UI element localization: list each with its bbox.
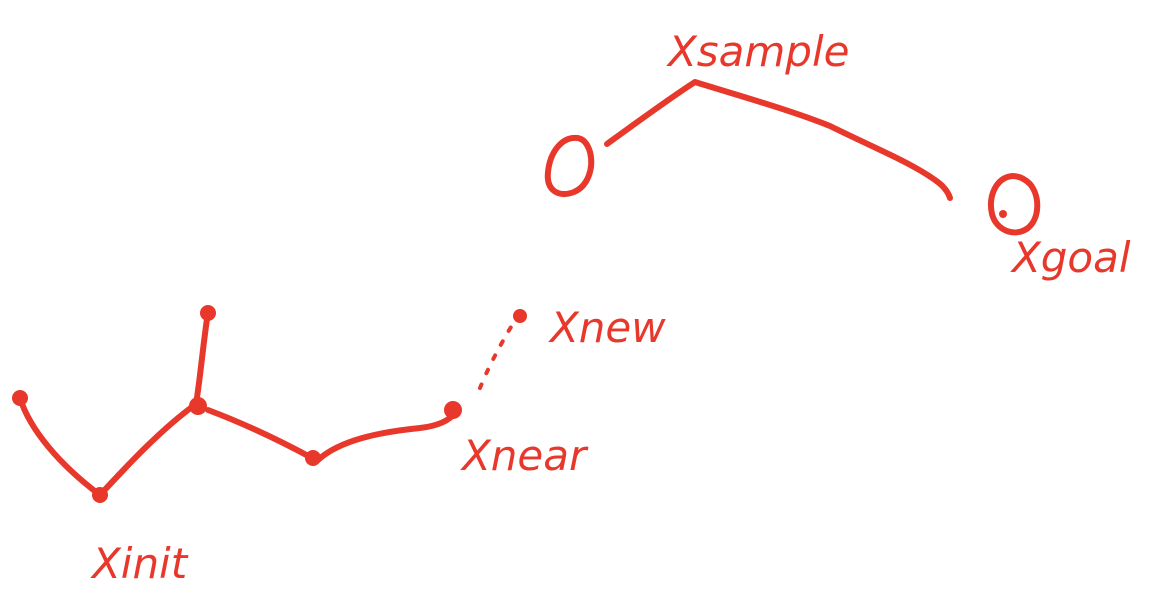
sample-to-goal-curve (604, 79, 953, 201)
node-leaf (12, 390, 28, 406)
label-x-goal: Xgoal (1010, 233, 1131, 282)
edge-leaf-to-init (17, 395, 103, 498)
node-near (444, 401, 462, 419)
label-x-sample: Xsample (666, 27, 849, 76)
edge-init-to-branch (97, 401, 199, 498)
edge-branch-to-mid (205, 407, 315, 461)
sample-circle (544, 134, 595, 197)
label-x-near: Xnear (460, 431, 589, 480)
goal-dot (999, 210, 1007, 218)
goal-circle (988, 173, 1041, 236)
node-mid (305, 450, 321, 466)
node-top (200, 305, 216, 321)
label-x-init: Xinit (90, 539, 189, 588)
node-new (513, 309, 527, 323)
label-x-new: Xnew (548, 303, 666, 352)
node-init (92, 487, 108, 503)
node-branch (189, 397, 207, 415)
near-to-new-dotted (478, 320, 516, 390)
edge-mid-to-near (315, 409, 459, 463)
edge-branch-to-top (193, 309, 211, 407)
